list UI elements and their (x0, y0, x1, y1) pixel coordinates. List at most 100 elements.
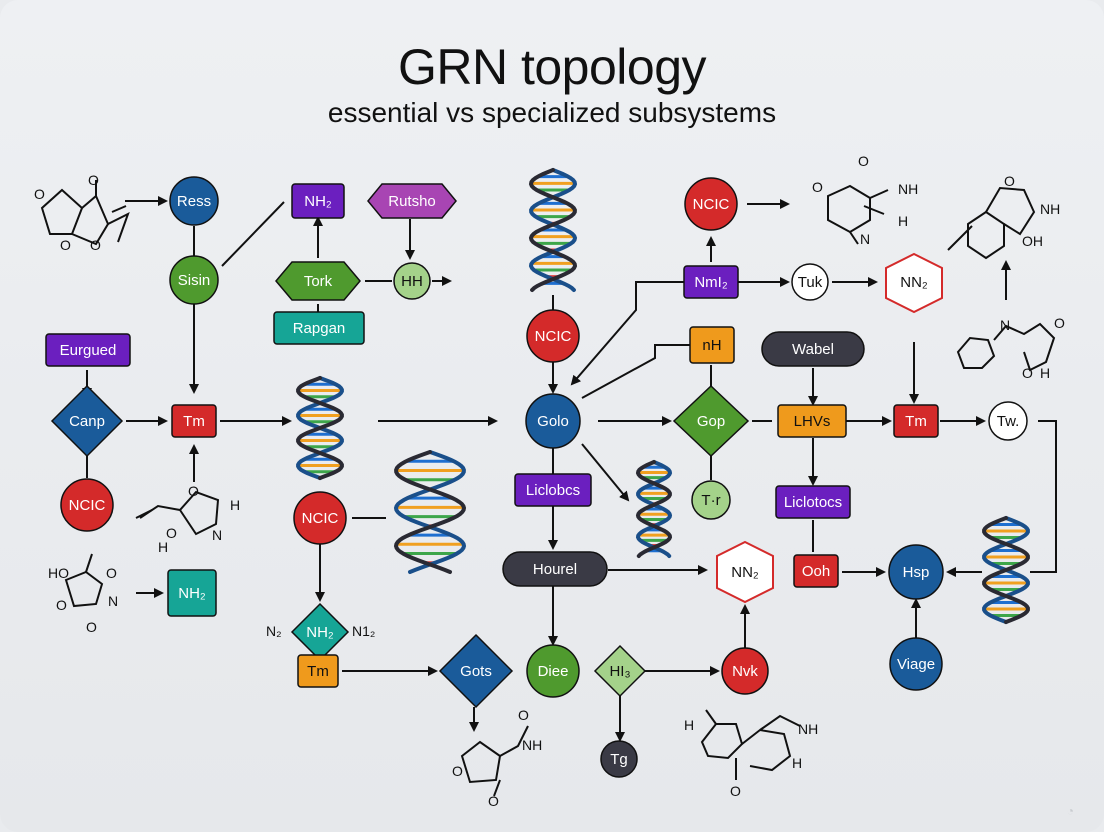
node[interactable]: Ress (169, 176, 219, 226)
node[interactable]: Canp (50, 384, 124, 458)
node[interactable]: NCIC (60, 478, 114, 532)
node-label: NmI₂ (694, 274, 727, 291)
node[interactable]: Gots (438, 633, 514, 709)
figure-title: GRN topology (397, 39, 707, 95)
node[interactable]: Tuk (791, 263, 829, 301)
node-label: nH (702, 337, 721, 354)
node[interactable]: Liclobcs (514, 473, 592, 507)
atom-label: N (212, 527, 222, 543)
node-shape (167, 569, 217, 617)
node[interactable]: nH (689, 326, 735, 364)
node-shape (171, 404, 217, 438)
atom-label: O (90, 237, 101, 253)
dna-helix-icon (528, 168, 578, 292)
node-label: Nvk (732, 663, 758, 680)
node[interactable]: NCIC (526, 309, 580, 363)
atom-label: H (1040, 365, 1050, 381)
node-shape (683, 265, 739, 299)
node-label: Gop (697, 413, 725, 430)
dna-strand (528, 168, 578, 292)
node[interactable]: LHVs (777, 404, 847, 438)
node-label: T·r (701, 492, 720, 509)
atom-label: O (86, 619, 97, 635)
node[interactable]: Tm (893, 404, 939, 438)
node[interactable]: Tork (275, 261, 361, 301)
atom-label: N (860, 231, 870, 247)
node-shape (367, 183, 457, 219)
node[interactable]: NCIC (684, 177, 738, 231)
node-shape (689, 326, 735, 364)
node[interactable]: NCIC (293, 491, 347, 545)
node[interactable]: NH₂ (290, 602, 350, 662)
node-shape (50, 384, 124, 458)
node-label: Canp (69, 413, 105, 430)
node[interactable]: NmI₂ (683, 265, 739, 299)
atom-label: NH (798, 721, 818, 737)
node-label: Golo (537, 413, 569, 430)
node-label: HI₃ (609, 663, 630, 680)
node-label: Tm (307, 663, 329, 680)
node-label: NCIC (302, 510, 339, 527)
atom-label: O (106, 565, 117, 581)
atom-label: H (684, 717, 694, 733)
node[interactable]: Gop (672, 384, 750, 458)
node-label: Tm (905, 413, 927, 430)
node-shape (775, 485, 851, 519)
node-shape (761, 331, 865, 367)
node-label: Liclobcs (526, 482, 580, 499)
node-shape (888, 544, 944, 600)
node[interactable]: Sisin (169, 255, 219, 305)
node-label: NH₂ (178, 585, 206, 602)
node[interactable]: Hsp (888, 544, 944, 600)
node[interactable]: Tm (171, 404, 217, 438)
watermark: ◔ (1066, 804, 1074, 818)
atom-label: N (1000, 317, 1010, 333)
node-shape (297, 654, 339, 688)
atom-label: N1₂ (352, 623, 375, 639)
node-shape (169, 255, 219, 305)
dna-helix-icon (982, 516, 1030, 624)
node[interactable]: Wabel (761, 331, 865, 367)
node[interactable]: Tg (600, 740, 638, 778)
node[interactable]: Liclotocs (775, 485, 851, 519)
node-shape (273, 311, 365, 345)
node-label: Wabel (792, 341, 834, 358)
node[interactable]: Rutsho (367, 183, 457, 219)
node[interactable]: Hourel (502, 551, 608, 587)
node[interactable]: Viage (889, 637, 943, 691)
node-shape (275, 261, 361, 301)
dna-strand (635, 460, 673, 558)
node-label: NN₂ (900, 274, 928, 291)
node[interactable]: NH₂ (291, 183, 345, 219)
node[interactable]: Eurgued (45, 333, 131, 367)
node[interactable]: NH₂ (167, 569, 217, 617)
atom-label: H (792, 755, 802, 771)
node[interactable]: Ooh (793, 554, 839, 588)
node[interactable]: NN₂ (885, 252, 943, 314)
dna-strand (296, 376, 344, 480)
node[interactable]: Nvk (721, 647, 769, 695)
node[interactable]: T·r (691, 480, 731, 520)
node-label: Tork (304, 273, 333, 290)
node[interactable]: Rapgan (273, 311, 365, 345)
atom-label: HO (48, 565, 69, 581)
atom-label: N₂ (266, 623, 282, 639)
dna-helix-icon (296, 376, 344, 480)
node[interactable]: Golo (525, 393, 581, 449)
dna-helix-icon (635, 460, 673, 558)
node[interactable]: NN₂ (716, 540, 774, 604)
node-shape (684, 177, 738, 231)
edges (82, 196, 1057, 742)
node-label: Ress (177, 193, 211, 210)
node[interactable]: Tw. (988, 401, 1028, 441)
node-label: Diee (538, 663, 569, 680)
node[interactable]: HI₃ (593, 644, 647, 698)
node-shape (45, 333, 131, 367)
node[interactable]: Tm (297, 654, 339, 688)
atom-label: H (230, 497, 240, 513)
node-shape (526, 644, 580, 698)
node-label: Tm (183, 413, 205, 430)
dna-helix-icon (393, 450, 467, 574)
node[interactable]: Diee (526, 644, 580, 698)
node[interactable]: HH (393, 262, 431, 300)
